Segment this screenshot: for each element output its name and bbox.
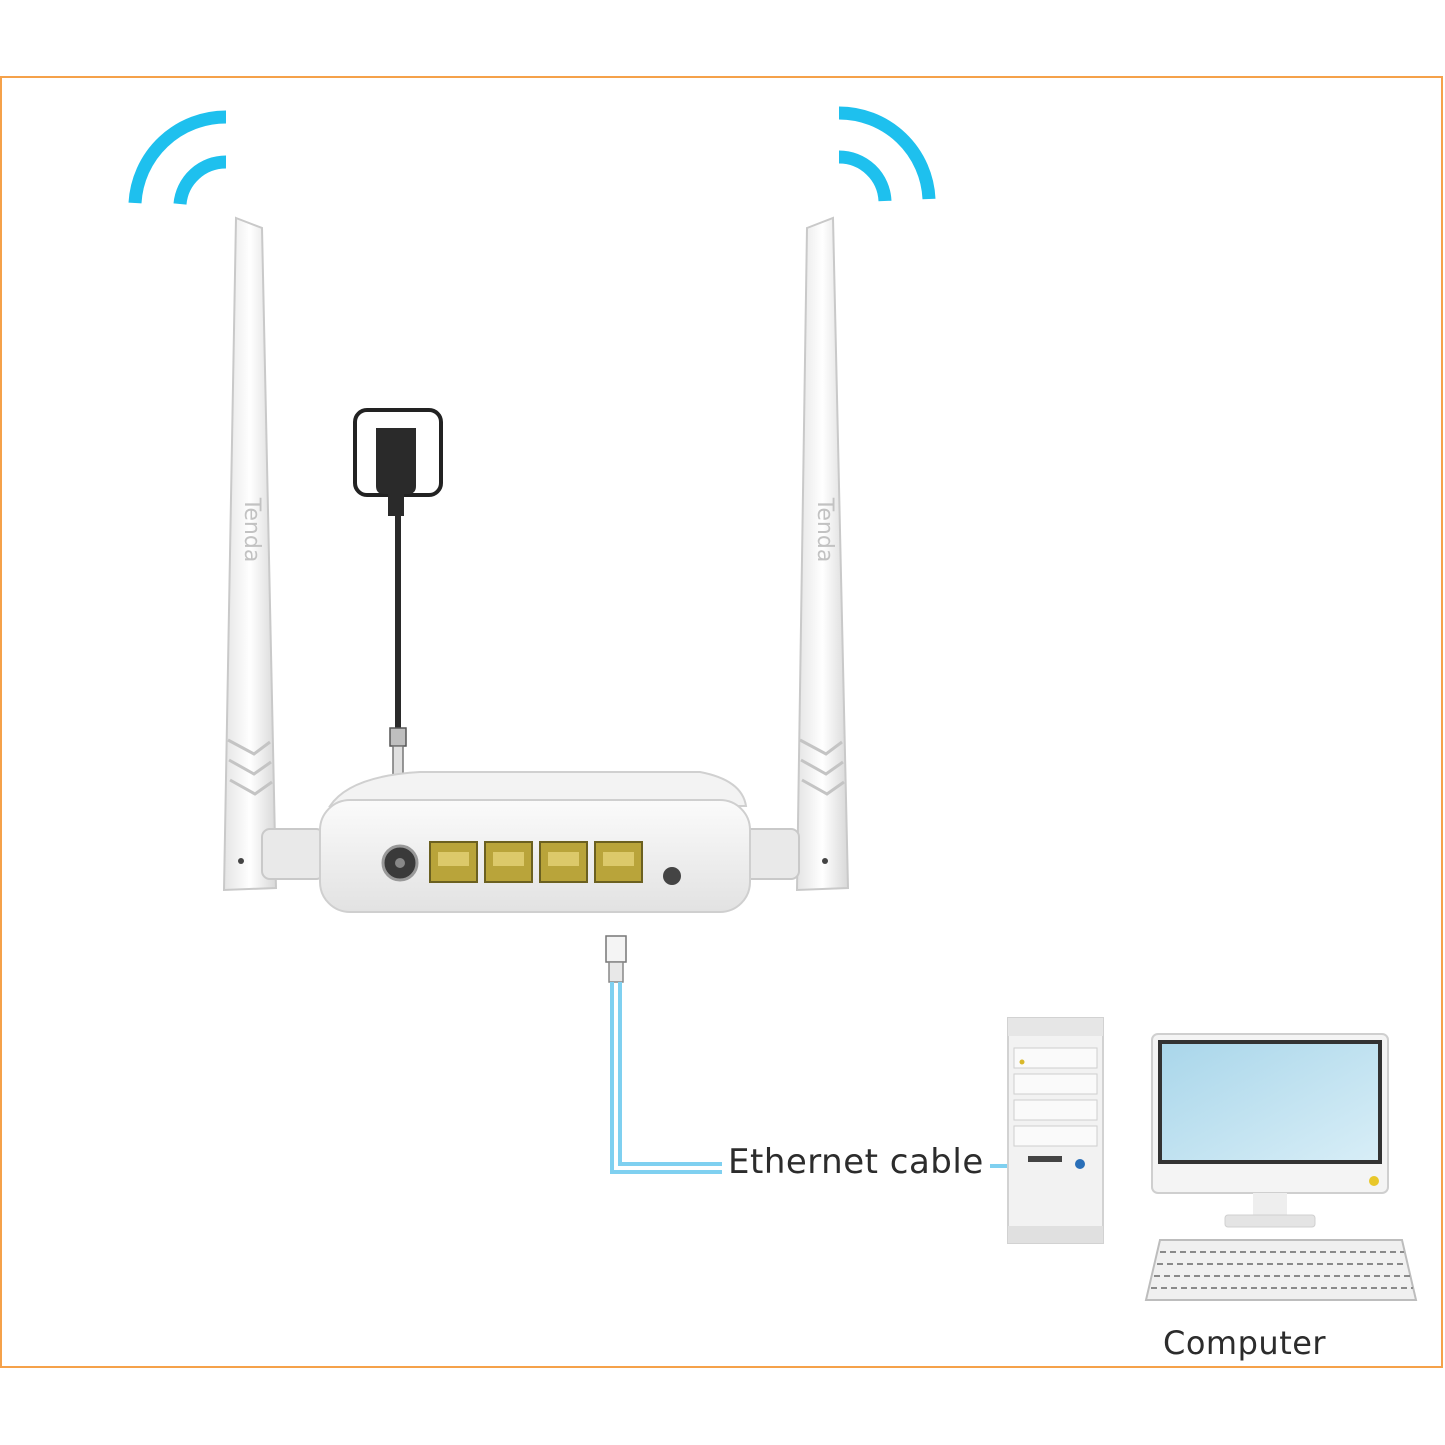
left-antenna: Tenda xyxy=(222,216,325,892)
computer-label: Computer xyxy=(1163,1324,1327,1362)
monitor-icon xyxy=(1151,1033,1389,1228)
ethernet-port xyxy=(484,841,533,883)
power-adapter-icon xyxy=(353,408,443,777)
ethernet-port xyxy=(539,841,588,883)
keyboard-icon xyxy=(1144,1239,1418,1301)
reset-button xyxy=(663,867,681,885)
router-icon xyxy=(319,771,751,913)
antenna-brand-left: Tenda xyxy=(239,497,264,563)
ethernet-cable xyxy=(605,935,1036,1174)
wifi-signal-icon xyxy=(838,106,936,202)
ethernet-port xyxy=(429,841,478,883)
right-antenna: Tenda xyxy=(736,216,850,892)
tower-pc-icon xyxy=(1007,1017,1104,1244)
antenna-brand-right: Tenda xyxy=(812,497,837,563)
ethernet-cable-label: Ethernet cable xyxy=(728,1142,984,1182)
diagram-border xyxy=(0,76,1443,1368)
ethernet-port xyxy=(594,841,643,883)
wifi-signal-icon xyxy=(128,110,227,205)
